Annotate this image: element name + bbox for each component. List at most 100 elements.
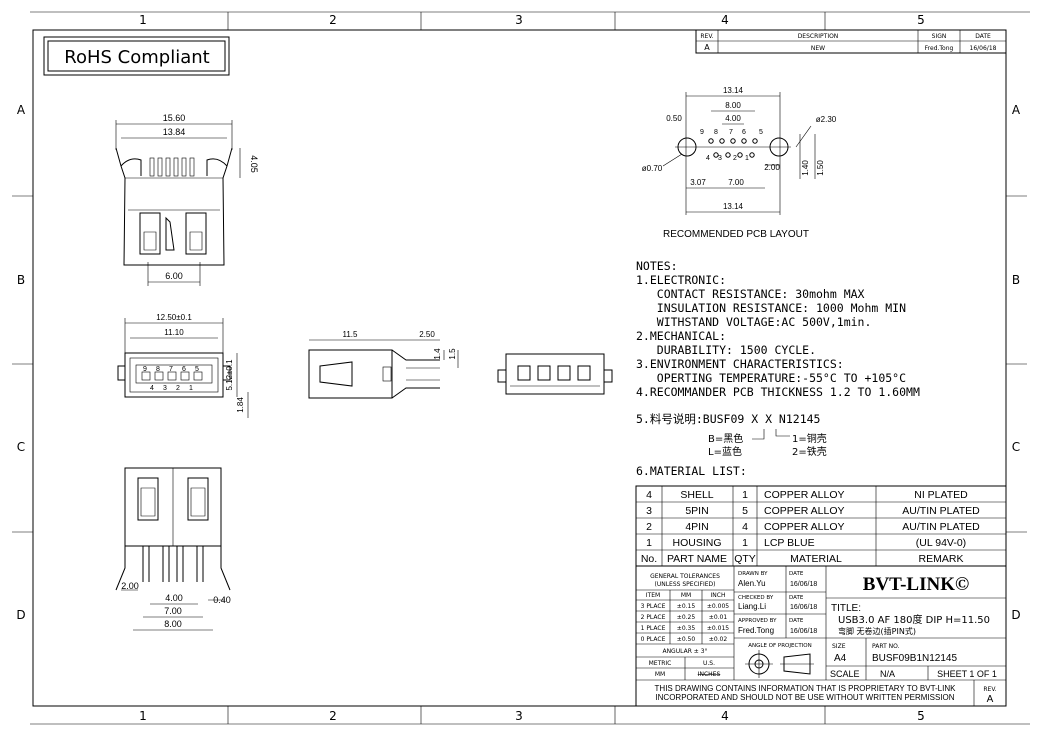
pcb-layout-drawing [662, 92, 816, 215]
material-cell: AU/TIN PLATED [902, 521, 980, 533]
pin-number: 5 [195, 366, 199, 373]
checked-date: 16/06/18 [790, 604, 817, 611]
connector-front-view [117, 318, 249, 418]
dim-label: 11.10 [164, 328, 184, 337]
dim-label: 1.50 [816, 160, 825, 176]
tolerance-metric: METRIC [649, 660, 672, 667]
material-header: MATERIAL [790, 553, 842, 565]
front-view-dimensions: 12.50±0.1 11.10 5.12±0.1 1.84 [156, 313, 245, 413]
dim-label: ø2.30 [816, 115, 837, 124]
tolerance-us: U.S. [703, 660, 715, 667]
pin-number: 7 [729, 129, 733, 136]
scale-value: N/A [880, 669, 895, 679]
connector-bottom-view [115, 467, 231, 631]
title-line-2: 弯脚 无卷边(插PIN式) [838, 626, 916, 636]
tolerance-inches: INCHES [698, 671, 721, 678]
tolerance-angular: ANGULAR ± 3° [662, 648, 707, 655]
notes-line: DURABILITY: 1500 CYCLE. [636, 343, 816, 357]
approved-date: 16/06/18 [790, 628, 817, 635]
scale-label: SCALE [830, 669, 860, 679]
material-header: No. [641, 553, 657, 565]
row-label: A [17, 103, 26, 117]
side-view-dimensions: 11.5 2.50 1.4 1.5 [343, 330, 457, 360]
notes-line: OPERTING TEMPERATURE:-55°C TO +105°C [636, 371, 906, 385]
connector-top-view [115, 120, 241, 286]
dim-label: 11.5 [343, 330, 359, 339]
pcb-layout-dimensions: 13.14 8.00 4.00 0.50 ø2.30 ø0.70 3.07 7.… [642, 86, 837, 211]
checked-label: CHECKED BY [738, 595, 774, 601]
code-l: L=蓝色 [708, 445, 742, 458]
approved-by: Fred.Tong [738, 626, 774, 635]
material-cell: 4 [646, 489, 652, 501]
material-header: PART NAME [667, 553, 727, 565]
sign-value: Fred.Tong [925, 45, 954, 52]
pin-number: 1 [189, 385, 193, 392]
pin-number: 4 [706, 155, 710, 162]
column-label: 4 [721, 709, 729, 723]
tolerance-col: MM [681, 592, 691, 599]
dim-label: 4.05 [249, 155, 259, 173]
column-label: 4 [721, 13, 729, 27]
dim-label: 0.40 [213, 595, 231, 605]
dim-label: 3.07 [690, 178, 706, 187]
rohs-badge: RoHS Compliant [43, 36, 230, 76]
description-header: DESCRIPTION [798, 33, 839, 40]
title-line-1: USB3.0 AF 180度 DIP H=11.50 [838, 613, 990, 626]
pin-number: 1 [745, 155, 749, 162]
material-cell: HOUSING [672, 537, 721, 549]
dim-label: 2.00 [121, 581, 139, 591]
drawn-date: 16/06/18 [790, 581, 817, 588]
date-label: DATE [789, 595, 804, 601]
tolerance-heading: GENERAL TOLERANCES [650, 573, 720, 580]
row-label: C [17, 440, 25, 454]
rev-value: A [704, 43, 710, 52]
proprietary-line-2: INCORPORATED AND SHOULD NOT BE USE WITHO… [655, 693, 954, 702]
notes-line: INSULATION RESISTANCE: 1000 Mohm MIN [636, 301, 906, 315]
company-name: BVT-LINK© [863, 574, 969, 595]
column-label: 1 [139, 709, 147, 723]
pin-number: 4 [150, 385, 154, 392]
material-cell: 3 [646, 505, 652, 517]
tolerance-cell: ±0.50 [677, 636, 696, 643]
date-header: DATE [975, 33, 991, 40]
notes-line: 3.ENVIRONMENT CHARACTERISTICS: [636, 357, 844, 371]
pin-number: 8 [156, 366, 160, 373]
material-cell: (UL 94V-0) [916, 537, 966, 549]
dim-label: 6.00 [165, 271, 183, 281]
dim-label: 15.60 [163, 113, 186, 123]
material-cell: 4 [742, 521, 748, 533]
dim-label: 2.50 [419, 330, 435, 339]
part-label: PART NO. [872, 643, 900, 650]
front-view-pin-numbers: 9 8 7 6 5 4 3 2 1 [143, 366, 199, 392]
connector-side-view [308, 339, 459, 399]
approvals-text: DRAWN BY DATE Alen.Yu 16/06/18 CHECKED B… [738, 571, 817, 649]
tolerance-cell: 2 PLACE [641, 614, 666, 621]
pin-number: 8 [714, 129, 718, 136]
dim-label: 12.50±0.1 [156, 313, 192, 322]
pin-number: 3 [163, 385, 167, 392]
tolerance-cell: ±0.25 [677, 614, 696, 621]
drawn-label: DRAWN BY [738, 571, 768, 577]
material-list-heading: 6.MATERIAL LIST: [636, 464, 747, 478]
dim-label: 7.00 [728, 178, 744, 187]
projection-symbol [745, 650, 814, 678]
pin-number: 9 [700, 129, 704, 136]
row-label: B [1012, 273, 1020, 287]
column-label: 3 [515, 709, 523, 723]
title-label: TITLE: [831, 603, 861, 614]
column-label: 2 [329, 13, 337, 27]
title-block [635, 565, 1007, 707]
column-label: 2 [329, 709, 337, 723]
material-cell: AU/TIN PLATED [902, 505, 980, 517]
row-label: A [1012, 103, 1021, 117]
pin-number: 2 [733, 155, 737, 162]
material-cell: 1 [742, 537, 748, 549]
tolerance-cell: 1 PLACE [641, 625, 666, 632]
projection-label: ANGLE OF PROJECTION [748, 643, 812, 649]
material-cell: NI PLATED [914, 489, 968, 501]
top-view-dimensions: 15.60 13.84 4.05 6.00 [163, 113, 259, 281]
tolerance-col: ITEM [646, 592, 660, 599]
material-header: QTY [734, 553, 756, 565]
tolerance-cell: ±0.02 [709, 636, 728, 643]
